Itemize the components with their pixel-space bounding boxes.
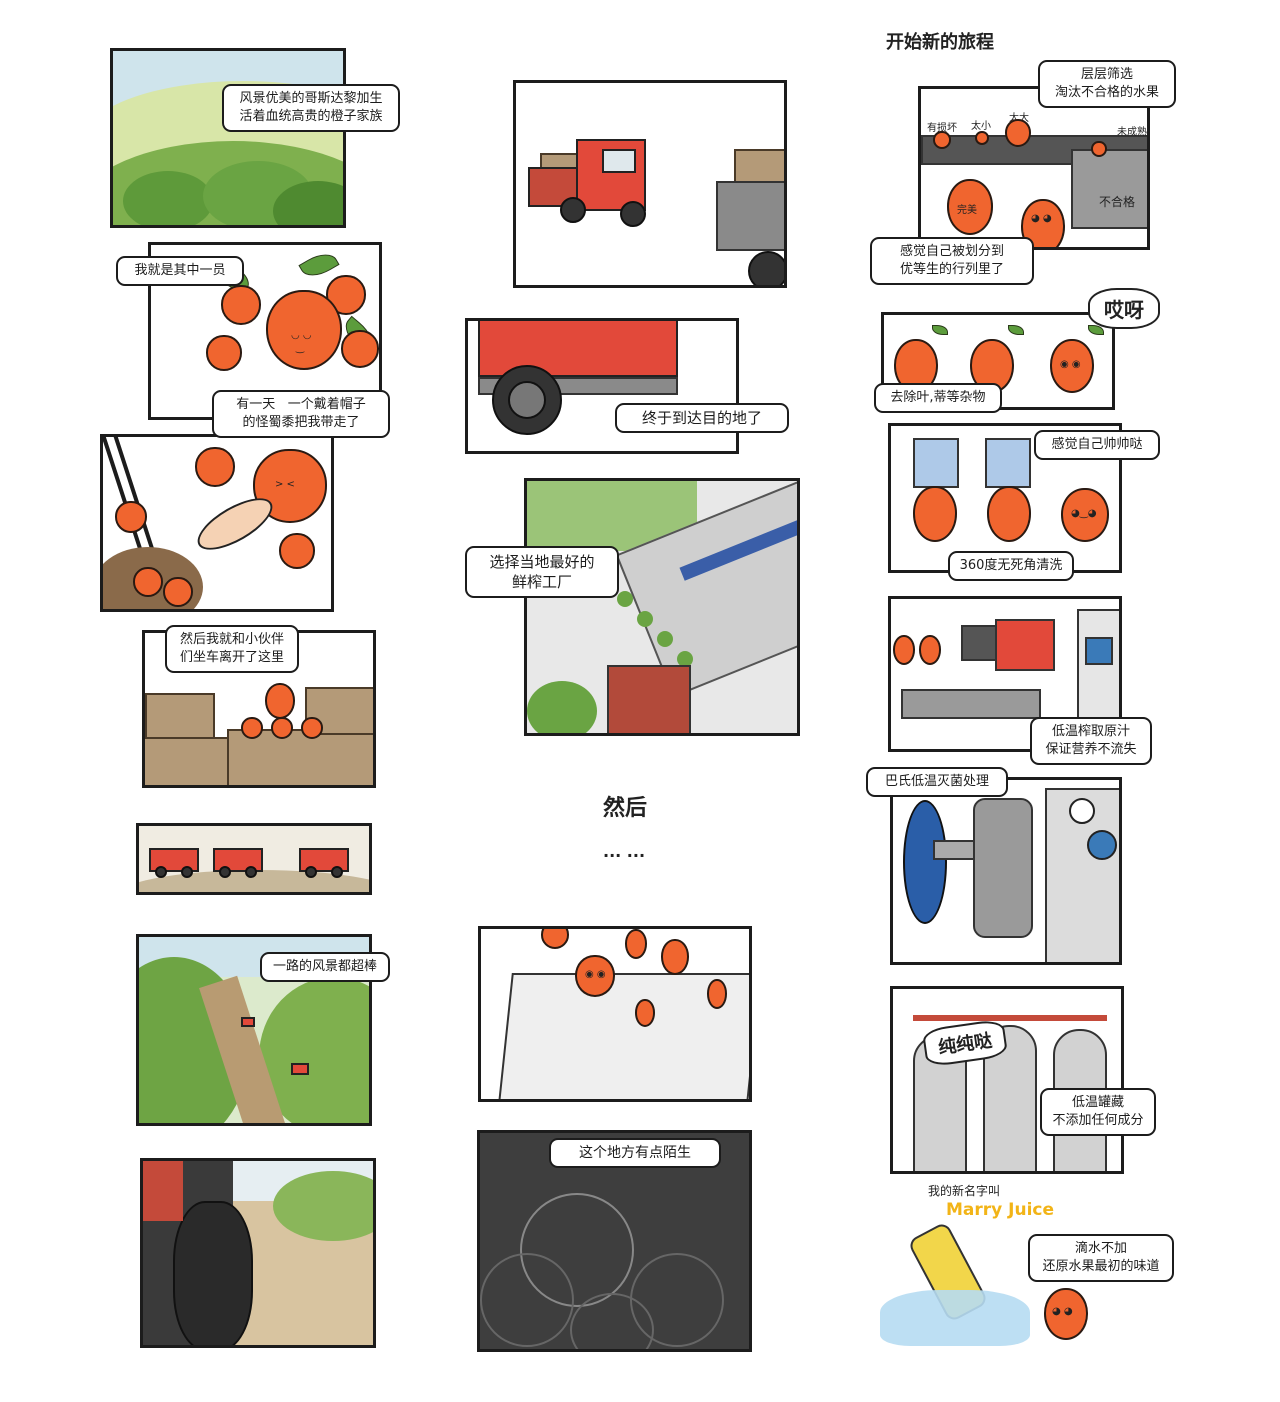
panel-trucks bbox=[513, 80, 787, 288]
caption-bubble: 滴水不加 还原水果最初的味道 bbox=[1028, 1234, 1174, 1282]
panel-bin: ◉ ◉ bbox=[478, 926, 752, 1102]
panel-tire-road bbox=[140, 1158, 376, 1348]
panel-trucks-strip bbox=[136, 823, 372, 895]
label-reject: 不合格 bbox=[1099, 195, 1136, 209]
brand-name: Marry Juice bbox=[946, 1200, 1055, 1220]
panel-washing: ◕‿◕ bbox=[888, 423, 1122, 573]
panel-landscape bbox=[110, 48, 346, 228]
caption-bubble: 感觉自己帅帅哒 bbox=[1034, 430, 1160, 460]
panel-sorting: 不合格 有损坏 太小 太大 未成熟 完美 ◕ ◕ bbox=[918, 86, 1150, 250]
caption-bubble: 我就是其中一员 bbox=[116, 256, 244, 286]
new-journey-heading: 开始新的旅程 bbox=[886, 32, 994, 53]
mascot-face: ◕ ◕ bbox=[1052, 1306, 1073, 1317]
caption-bubble: 层层筛选 淘汰不合格的水果 bbox=[1038, 60, 1176, 108]
caption-bubble: 终于到达目的地了 bbox=[615, 403, 789, 433]
caption-bubble: 然后我就和小伙伴 们坐车离开了这里 bbox=[165, 625, 299, 673]
panel-tanks bbox=[890, 986, 1124, 1174]
label-perfect: 完美 bbox=[957, 205, 977, 216]
caption-bubble: 风景优美的哥斯达黎加生 活着血统高贵的橙子家族 bbox=[222, 84, 400, 132]
label-bad: 有损坏 bbox=[927, 123, 957, 134]
caption-bubble: 去除叶,蒂等杂物 bbox=[874, 383, 1002, 413]
caption-bubble: 这个地方有点陌生 bbox=[549, 1138, 721, 1168]
ice-cubes bbox=[880, 1290, 1030, 1346]
orange-mascot bbox=[1044, 1288, 1088, 1340]
label-small: 太小 bbox=[971, 121, 991, 132]
label-big: 太大 bbox=[1009, 109, 1029, 124]
panel-factory bbox=[524, 478, 800, 736]
panel-arrival bbox=[465, 318, 739, 454]
panel-picked: > < bbox=[100, 434, 334, 612]
new-name-label: 我的新名字叫 bbox=[928, 1184, 1001, 1198]
then-heading: 然后 bbox=[603, 796, 648, 821]
caption-bubble: 有一天 一个戴着帽子 的怪蜀黍把我带走了 bbox=[212, 390, 390, 438]
caption-bubble: 感觉自己被划分到 优等生的行列里了 bbox=[870, 237, 1034, 285]
ouch-shout: 哎呀 bbox=[1088, 288, 1160, 329]
ellipsis-text: ... ... bbox=[603, 842, 646, 861]
caption-bubble: 选择当地最好的 鲜榨工厂 bbox=[465, 546, 619, 598]
panel-road bbox=[136, 934, 372, 1126]
caption-bubble: 一路的风景都超棒 bbox=[260, 952, 390, 982]
caption-bubble: 360度无死角清洗 bbox=[948, 551, 1074, 581]
label-unripe: 未成熟 bbox=[1117, 127, 1147, 138]
panel-sterilize bbox=[890, 777, 1122, 965]
caption-bubble: 低温罐藏 不添加任何成分 bbox=[1040, 1088, 1156, 1136]
caption-bubble: 低温榨取原汁 保证营养不流失 bbox=[1030, 717, 1152, 765]
caption-bubble: 巴氏低温灭菌处理 bbox=[866, 767, 1008, 797]
panel-orange-tree: ◡ ◡ ‿ bbox=[148, 242, 382, 420]
